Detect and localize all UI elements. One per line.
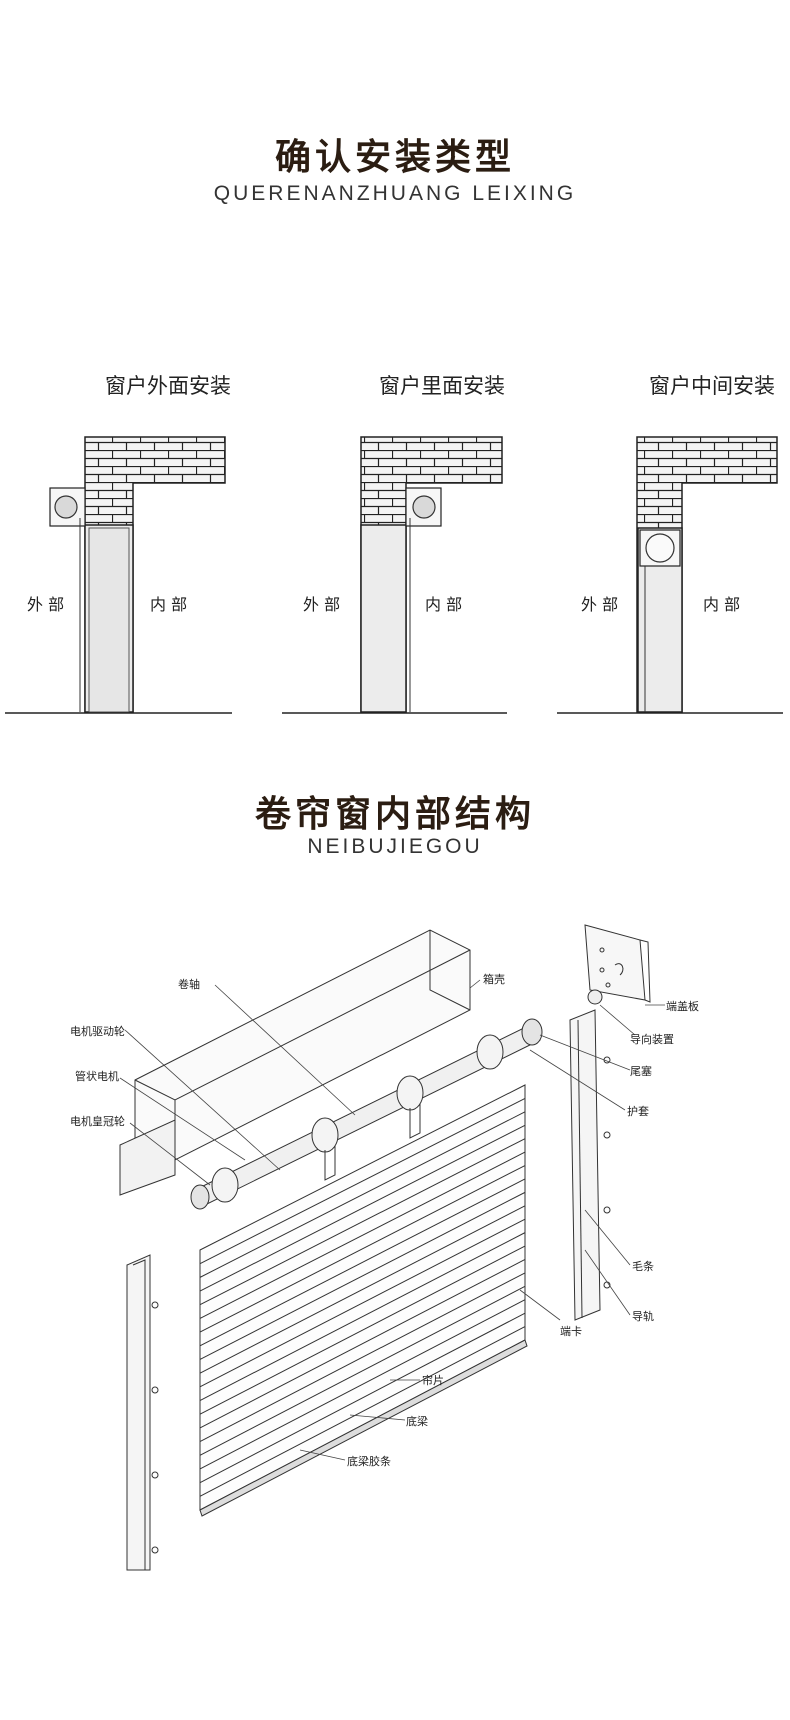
roller-shaft xyxy=(190,1018,543,1210)
section-subtitle-install-type: QUERENANZHUANG LEIXING xyxy=(213,182,577,205)
label-motor-crown-wheel: 电机皇冠轮 xyxy=(70,1114,125,1128)
outside-label-3: 外 部 xyxy=(581,595,618,614)
slat-line xyxy=(199,1178,526,1347)
slat-line xyxy=(199,1285,526,1456)
label-brush: 毛条 xyxy=(632,1259,654,1273)
section-title-internal-structure: 卷帘窗内部结构 xyxy=(254,794,535,835)
structure-diagram: 卷轴 电机驱动轮 管状电机 电机皇冠轮 箱壳 端盖板 导向装置 尾塞 护套 毛条… xyxy=(70,924,699,1571)
slat-line xyxy=(199,1299,526,1470)
slat-line xyxy=(199,1151,526,1319)
section-subtitle-internal-structure: NEIBUJIEGOU xyxy=(307,835,483,858)
install-type-label-2: 窗户里面安装 xyxy=(379,374,505,398)
label-box: 箱壳 xyxy=(483,972,505,986)
install-outside-diagram: 窗户外面安装 外 部 内 部 xyxy=(5,374,232,714)
slat-line xyxy=(199,1111,526,1278)
left-guide-rail xyxy=(126,1254,159,1571)
roller-icon xyxy=(54,495,78,519)
right-guide-rail xyxy=(569,1009,611,1321)
slat-line xyxy=(199,1165,526,1333)
slat-line xyxy=(199,1245,526,1415)
slat-line xyxy=(199,1205,526,1374)
slat-line xyxy=(199,1326,526,1497)
slat-line xyxy=(199,1232,526,1401)
roller-icon xyxy=(645,533,675,563)
outside-label-1: 外 部 xyxy=(27,595,64,614)
inside-label-1: 内 部 xyxy=(150,595,187,614)
slat-line xyxy=(199,1138,526,1306)
label-tail-plug: 尾塞 xyxy=(630,1064,652,1078)
roller-icon xyxy=(412,495,436,519)
label-bottom-beam: 底梁 xyxy=(406,1414,428,1428)
label-guide-device: 导向装置 xyxy=(630,1032,674,1046)
outside-label-2: 外 部 xyxy=(303,595,340,614)
install-type-label-3: 窗户中间安装 xyxy=(649,374,775,398)
install-type-label-1: 窗户外面安装 xyxy=(105,374,231,398)
label-bottom-strip: 底梁胶条 xyxy=(347,1454,391,1468)
end-plate xyxy=(584,924,651,1005)
label-juanzhou: 卷轴 xyxy=(178,977,200,991)
box-housing xyxy=(119,929,471,1196)
label-motor-drive-wheel: 电机驱动轮 xyxy=(70,1024,125,1038)
label-guide-rail: 导轨 xyxy=(632,1309,654,1323)
slat-line xyxy=(199,1312,526,1484)
section-title-install-type: 确认安装类型 xyxy=(274,137,515,178)
leader-lines xyxy=(119,979,665,1461)
label-slat-clip: 端卡 xyxy=(560,1325,582,1338)
slat-lines xyxy=(199,1097,526,1497)
install-type-diagrams: 窗户外面安装 外 部 内 部 窗户里面安装 外 部 内 部 窗户中间安装 外 部… xyxy=(5,374,783,714)
inside-label-3: 内 部 xyxy=(703,595,740,614)
slat-line xyxy=(199,1272,526,1443)
slat-line xyxy=(199,1097,526,1265)
slat-line xyxy=(199,1259,526,1429)
label-slat: 帘片 xyxy=(422,1373,444,1387)
slat-line xyxy=(199,1124,526,1292)
install-middle-diagram: 窗户中间安装 外 部 内 部 xyxy=(557,374,783,714)
label-tube-motor: 管状电机 xyxy=(75,1069,119,1083)
slat-line xyxy=(199,1218,526,1388)
inside-label-2: 内 部 xyxy=(425,595,462,614)
slat-line xyxy=(199,1191,526,1360)
install-inside-diagram: 窗户里面安装 外 部 内 部 xyxy=(282,374,507,714)
curtain-slats xyxy=(199,1084,528,1517)
label-sleeve: 护套 xyxy=(627,1104,649,1118)
label-end-plate: 端盖板 xyxy=(666,999,699,1013)
